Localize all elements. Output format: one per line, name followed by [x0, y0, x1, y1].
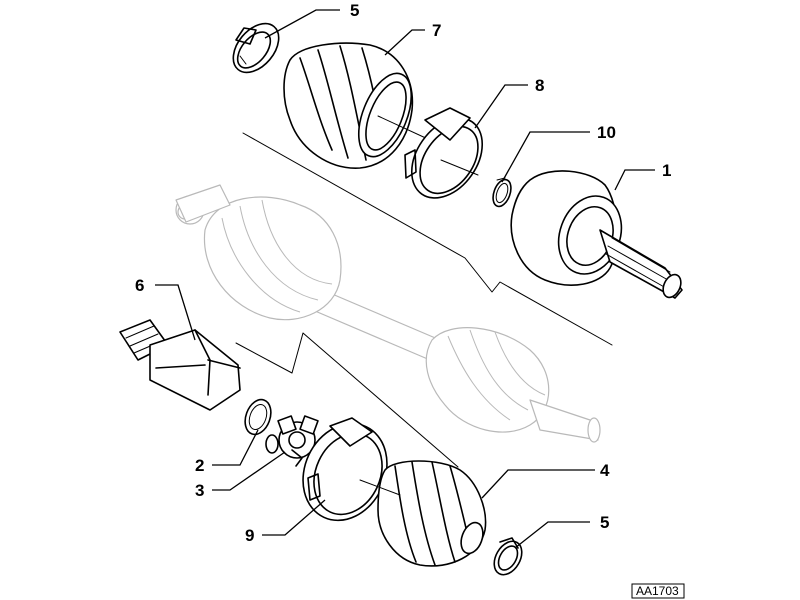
callout-5-top: 5	[350, 1, 359, 20]
callout-10: 10	[597, 123, 616, 142]
callout-2: 2	[195, 456, 204, 475]
callout-7: 7	[432, 21, 441, 40]
callout-9: 9	[245, 526, 254, 545]
assembled-driveshaft-ghost	[175, 184, 601, 443]
part-2-snap-ring	[244, 398, 272, 436]
part-8-large-clamp	[404, 107, 484, 199]
part-6-inner-housing	[119, 319, 241, 411]
part-4-inner-boot	[359, 460, 487, 567]
callout-4: 4	[600, 461, 610, 480]
part-5-clamp-top	[232, 22, 280, 74]
callout-5-bottom: 5	[600, 513, 609, 532]
part-1-outer-cv-joint	[510, 170, 683, 299]
callout-6: 6	[135, 276, 144, 295]
part-9-inner-clamp	[302, 417, 388, 522]
callout-8: 8	[535, 76, 544, 95]
reference-code-text: AA1703	[636, 584, 679, 598]
part-3-tripod	[265, 415, 319, 467]
callout-1: 1	[662, 161, 671, 180]
reference-code-box: AA1703	[631, 583, 685, 599]
part-7-outer-boot	[283, 42, 431, 169]
callout-labels: 5 7 8 10 1 6 2 3 4 9 5	[135, 1, 671, 545]
section-divider-lines	[235, 132, 613, 468]
leader-lines	[155, 9, 655, 549]
callout-3: 3	[195, 481, 204, 500]
part-5-clamp-bottom	[493, 537, 523, 576]
